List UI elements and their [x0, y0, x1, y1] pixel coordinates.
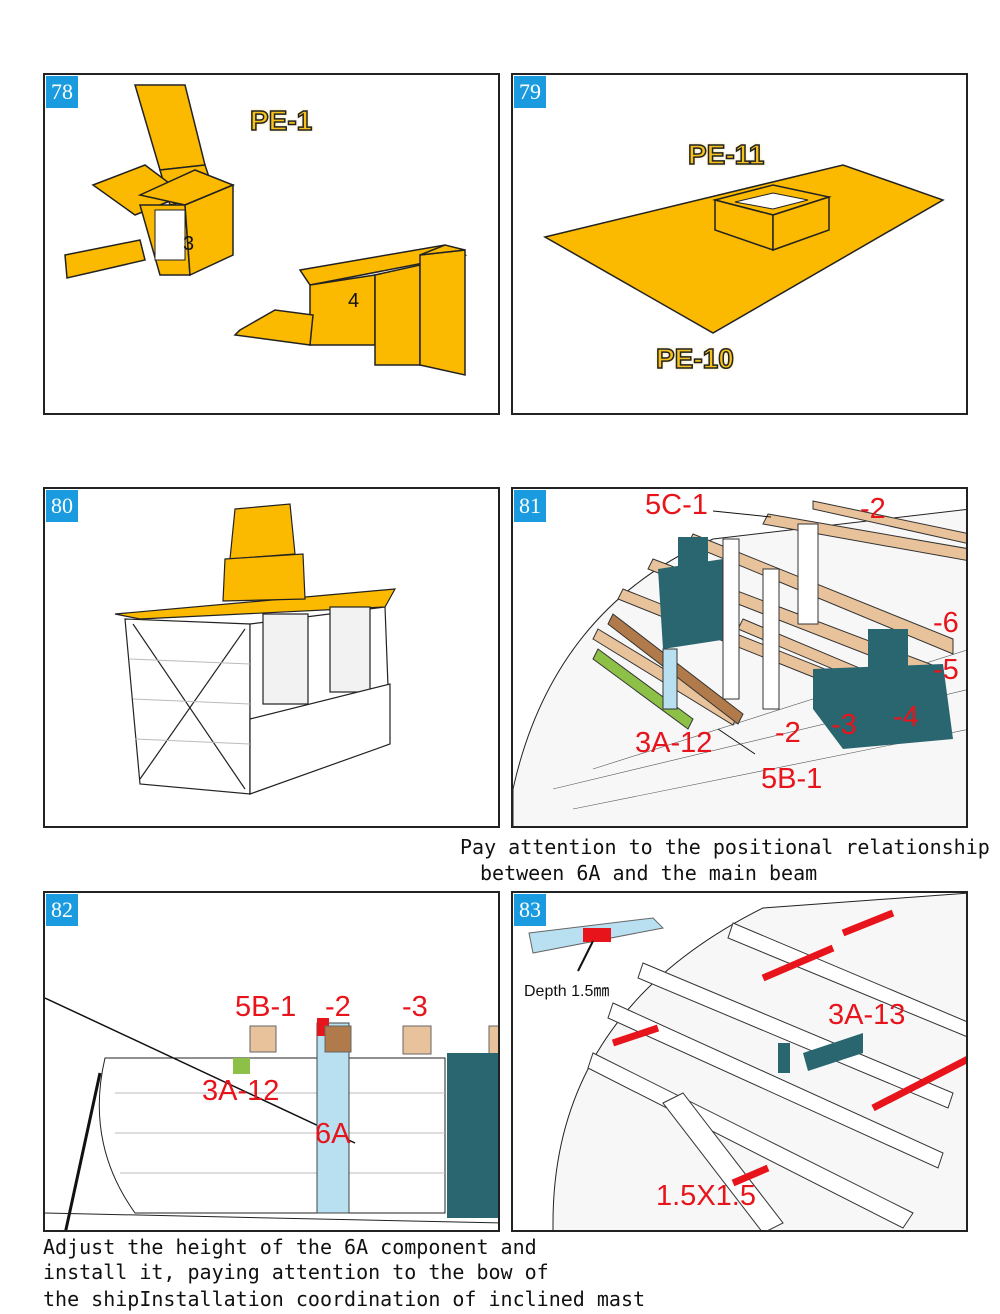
- part-label-minus3: -3: [831, 709, 857, 741]
- step-number-badge: 79: [514, 76, 546, 108]
- strip-size-label: 1.5X1.5: [656, 1180, 756, 1212]
- part-label-6a: 6A: [315, 1118, 351, 1150]
- deck-frame-grooves-illustration: [528, 893, 966, 1230]
- part-label-minus5: -5: [933, 654, 959, 686]
- part-label-pe1: PE-1: [249, 104, 313, 137]
- step-number-badge: 82: [46, 894, 78, 926]
- part-label-5b1: 5B-1: [761, 763, 823, 795]
- step-81-caption-line2: between 6A and the main beam: [480, 861, 818, 885]
- step-81-caption-line1: Pay attention to the positional relation…: [460, 835, 990, 859]
- part-label-3a12: 3A-12: [635, 727, 713, 759]
- step-number-badge: 81: [514, 490, 546, 522]
- part-label-minus6: -6: [933, 607, 959, 639]
- step-82-caption-line2: install it, paying attention to the bow …: [43, 1260, 549, 1284]
- step-82-panel: 82 5B-1 -2 -3 3A-12 6A: [43, 891, 500, 1232]
- step-79-panel: 79 PE-11 PE-10: [511, 73, 968, 415]
- step-80-panel: 80: [43, 487, 500, 828]
- part-label-minus4: -4: [893, 701, 919, 733]
- part-label-minus3: -3: [402, 991, 428, 1023]
- part-label-4: 4: [348, 290, 360, 312]
- step-number-badge: 78: [46, 76, 78, 108]
- step-83-panel: 83 Depth 1.5㎜ 3A-13 1.5X1.5: [511, 891, 968, 1232]
- cabin-assembly-illustration: [114, 503, 397, 795]
- part-label-3a13: 3A-13: [828, 999, 906, 1031]
- groove-depth-label: Depth 1.5㎜: [524, 983, 610, 1000]
- part-label-minus2-bottom: -2: [775, 717, 801, 749]
- part-label-3: 3: [183, 233, 195, 255]
- part-label-5b1: 5B-1: [235, 991, 297, 1023]
- pe10-pe11-illustration: [542, 164, 945, 334]
- pe1-parts-illustration: [64, 84, 468, 376]
- part-label-minus2-top: -2: [860, 493, 886, 525]
- part-label-pe11: PE-11: [687, 138, 765, 171]
- part-label-pe10: PE-10: [655, 342, 734, 375]
- part-label-5c1: 5C-1: [645, 489, 708, 521]
- step-78-panel: 78 PE-1 3 4: [43, 73, 500, 415]
- part-label-3a12: 3A-12: [202, 1075, 280, 1107]
- step-82-caption-line1: Adjust the height of the 6A component an…: [43, 1235, 537, 1259]
- step-number-badge: 80: [46, 490, 78, 522]
- bow-6a-illustration: [45, 997, 498, 1230]
- part-label-minus2: -2: [325, 991, 351, 1023]
- step-81-panel: 81 5C-1 -2 -6 -5 -4 -3 -2 3A-12 5B-1: [511, 487, 968, 828]
- deck-beams-illustration: [513, 500, 966, 826]
- step-82-caption-line3: the shipInstallation coordination of inc…: [43, 1287, 646, 1311]
- step-number-badge: 83: [514, 894, 546, 926]
